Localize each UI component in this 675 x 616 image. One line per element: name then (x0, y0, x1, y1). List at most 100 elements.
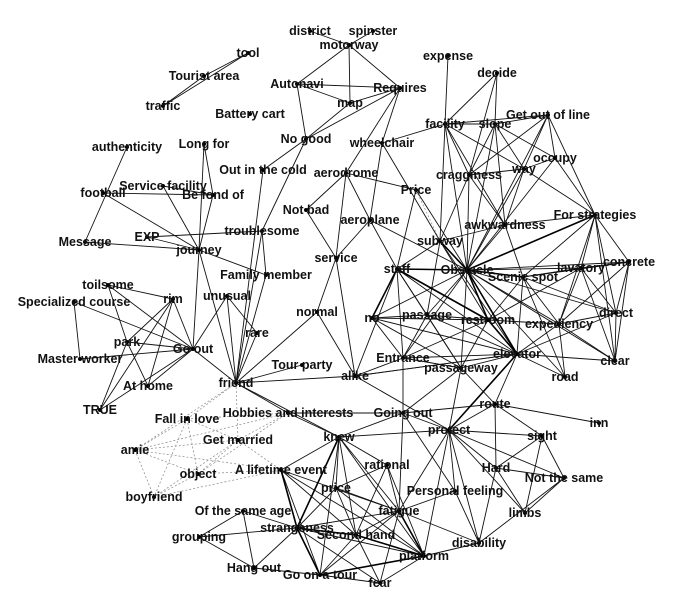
edge-slope-cragginess (468, 123, 496, 176)
node-marker-cragginess (467, 173, 471, 177)
node-label-requires: Requires (373, 81, 427, 95)
node-marker-clear (613, 359, 617, 363)
edge-autonavi-requires (296, 83, 401, 89)
node-marker-slope (493, 122, 497, 126)
edge-scenic_spot-elevator (516, 276, 524, 355)
node-marker-platform (422, 554, 426, 558)
edge-aeroplane-service (335, 219, 371, 259)
edge-obstacle-road (466, 269, 566, 378)
edge-strangeness-fatigue (296, 510, 400, 529)
edge-sight-not_the_same (541, 435, 565, 479)
node-label-scenic_spot: Scenic spot (488, 270, 559, 284)
edge-concrete-expediency (558, 261, 630, 325)
node-marker-motorway (347, 43, 351, 47)
node-marker-family_member (264, 273, 268, 277)
edge-protect-personal_feeling (448, 429, 456, 492)
edge-protect-sight (448, 429, 543, 437)
node-label-amie: amie (121, 443, 150, 457)
node-marker-get_out_of_line (546, 113, 550, 117)
edge-knew-go_on_a_tour (319, 436, 340, 576)
edge-subway-passage (426, 240, 441, 316)
node-marker-authenticity (125, 145, 129, 149)
edge-specialized_course-go_out (73, 301, 194, 350)
node-marker-autonavi (295, 82, 299, 86)
edge-obstacle-no (371, 269, 468, 319)
edge-expediency-road (558, 323, 566, 378)
edge-protect-knew (338, 429, 450, 438)
edge-go_out-true (99, 348, 194, 411)
edge-obstacle-passage (426, 269, 468, 316)
edge-go_out-friend (192, 348, 237, 384)
node-label-grouping: grouping (172, 530, 226, 544)
edge-amie-object (134, 449, 199, 475)
edge-rim-true (99, 298, 174, 411)
edge-no_good-out_in_the_cold (262, 138, 307, 171)
node-marker-tool (246, 51, 250, 55)
edge-family_member-friend (235, 274, 267, 384)
node-label-rim: rim (163, 292, 182, 306)
node-marker-alike (353, 374, 357, 378)
edge-passage-restroom (426, 314, 489, 321)
edge-get_out_of_line-obstacle (466, 114, 549, 271)
edge-facility-subway (439, 123, 446, 242)
edge-lavatory-restroom (487, 267, 582, 321)
edge-slope-way (494, 123, 525, 170)
node-marker-entrance (401, 356, 405, 360)
edge-sight-hard (495, 435, 543, 469)
node-label-strangeness: strangeness (260, 521, 334, 535)
node-marker-fall_in_love (185, 417, 189, 421)
node-label-family_member: Family member (220, 268, 312, 282)
edge-protect-elevator (448, 353, 518, 431)
node-marker-expense (446, 54, 450, 58)
edge-obstacle-elevator (466, 269, 518, 355)
node-label-facility: facility (425, 117, 465, 131)
edge-elevator-road (516, 353, 566, 378)
node-marker-journey (197, 248, 201, 252)
edge-lavatory-expediency (558, 267, 582, 325)
node-label-direct: direct (599, 306, 634, 320)
edge-same_age-hang_out (242, 510, 255, 569)
edge-friend-get_married (235, 382, 239, 441)
edge-alike-elevator (354, 353, 518, 377)
edge-master_worker-go_out (79, 348, 194, 360)
edge-strategies-clear (594, 214, 616, 362)
edge-park-go_out (126, 341, 194, 350)
edge-route-sight (494, 403, 543, 437)
edge-traffic-tool (162, 52, 249, 107)
node-label-hobbies: Hobbies and interests (223, 406, 354, 420)
edge-alike-friend (235, 375, 356, 384)
edge-not_the_same-disability (478, 477, 565, 544)
edge-service-alike (335, 257, 356, 377)
node-marker-battery_cart (248, 112, 252, 116)
edge-concrete-direct (615, 261, 630, 314)
edge-going_out-protect (402, 412, 450, 431)
edge-fatigue-go_on_a_tour (319, 510, 400, 576)
edge-entrance-elevator (402, 353, 518, 359)
node-label-restroom: restroom (461, 313, 515, 327)
edge-strangeness-grouping (198, 527, 298, 538)
edge-knew-going_out (338, 412, 404, 438)
node-marker-strangeness (295, 526, 299, 530)
edge-no-passage (371, 314, 428, 319)
edge-obstacle-lavatory (466, 267, 582, 271)
edge-get_out_of_line-way (523, 114, 549, 170)
edge-no-entrance (371, 317, 404, 359)
node-marker-get_married (236, 438, 240, 442)
node-label-second_hand: Second hand (317, 528, 395, 542)
node-marker-obstacle (465, 268, 469, 272)
node-label-personal_feeling: Personal feeling (407, 484, 504, 498)
edge-knew-fatigue (338, 436, 400, 512)
edge-unusual-go_out (192, 295, 228, 350)
edge-requires-map (349, 87, 401, 104)
edge-district-motorway (309, 30, 350, 46)
node-label-way: way (511, 162, 536, 176)
node-label-fear: fear (369, 576, 392, 590)
node-marker-way (522, 167, 526, 171)
edge-passage-elevator (426, 314, 518, 355)
edge-strategies-lavatory (580, 214, 596, 269)
node-label-passage: passage (402, 308, 452, 322)
edge-map-no_good (305, 102, 351, 140)
edge-get_married-hobbies (237, 412, 289, 441)
edge-strategies-direct (594, 214, 617, 314)
edge-boyfriend-lifetime_event (153, 469, 282, 498)
